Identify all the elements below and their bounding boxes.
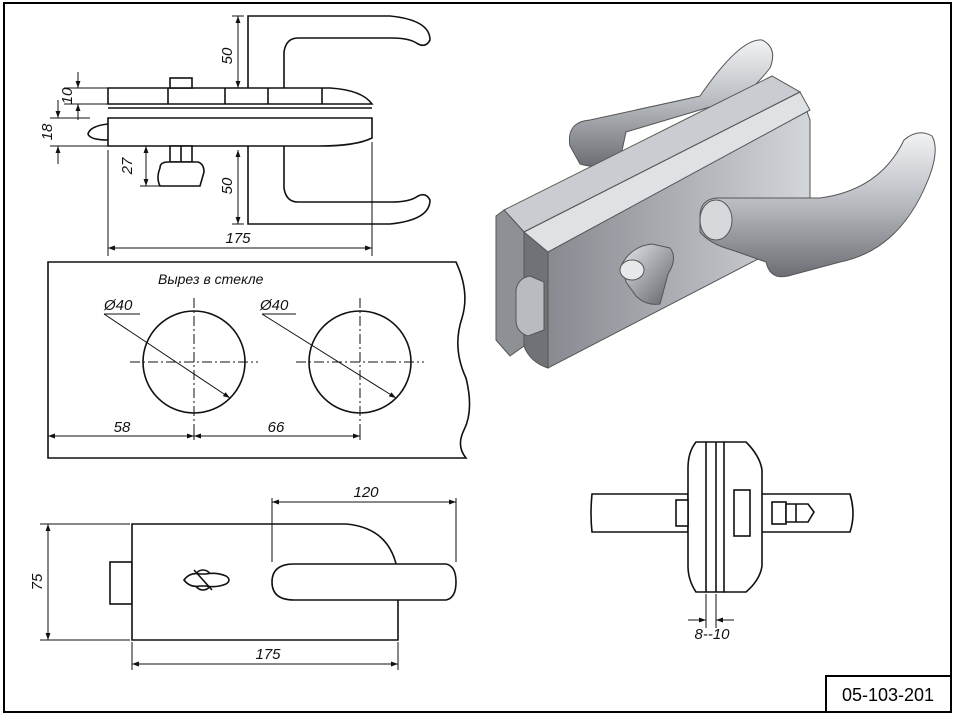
dim-handle-120: 120: [353, 484, 379, 501]
dim-glass-18: 18: [39, 123, 56, 140]
dim-glass-thickness: 8--10: [694, 626, 730, 643]
dim-hole-left-diameter: Ø40: [103, 297, 133, 314]
dim-height-75: 75: [29, 573, 46, 590]
glass-cutout-dimensions: [48, 313, 397, 440]
glass-cutout-caption: Вырез в стекле: [158, 271, 264, 287]
front-view: [109, 523, 457, 641]
dim-knob-27: 27: [119, 157, 136, 175]
dim-handle-bottom-50: 50: [219, 177, 236, 194]
end-view: [590, 441, 854, 593]
drawing-code-box: [825, 675, 952, 713]
side-view: [87, 15, 431, 225]
glass-cutout-centerlines: [130, 298, 424, 426]
dim-handle-top-50: 50: [219, 47, 236, 64]
dim-hole-to-hole-66: 66: [268, 419, 285, 436]
drawing-code: 05-103-201: [842, 685, 934, 705]
end-view-dimensions: [688, 594, 734, 628]
side-view-dimensions: [50, 15, 373, 256]
dim-total-length-175-side: 175: [225, 230, 251, 247]
dim-hole-right-diameter: Ø40: [259, 297, 289, 314]
lock-3d-render: [495, 39, 936, 369]
dim-total-length-175-front: 175: [255, 646, 281, 663]
dim-plate-10: 10: [59, 87, 76, 104]
dim-edge-to-hole-58: 58: [114, 419, 131, 436]
sheet-border: [3, 2, 952, 713]
front-view-dimensions: [40, 498, 457, 670]
glass-cutout-view: [47, 261, 471, 459]
